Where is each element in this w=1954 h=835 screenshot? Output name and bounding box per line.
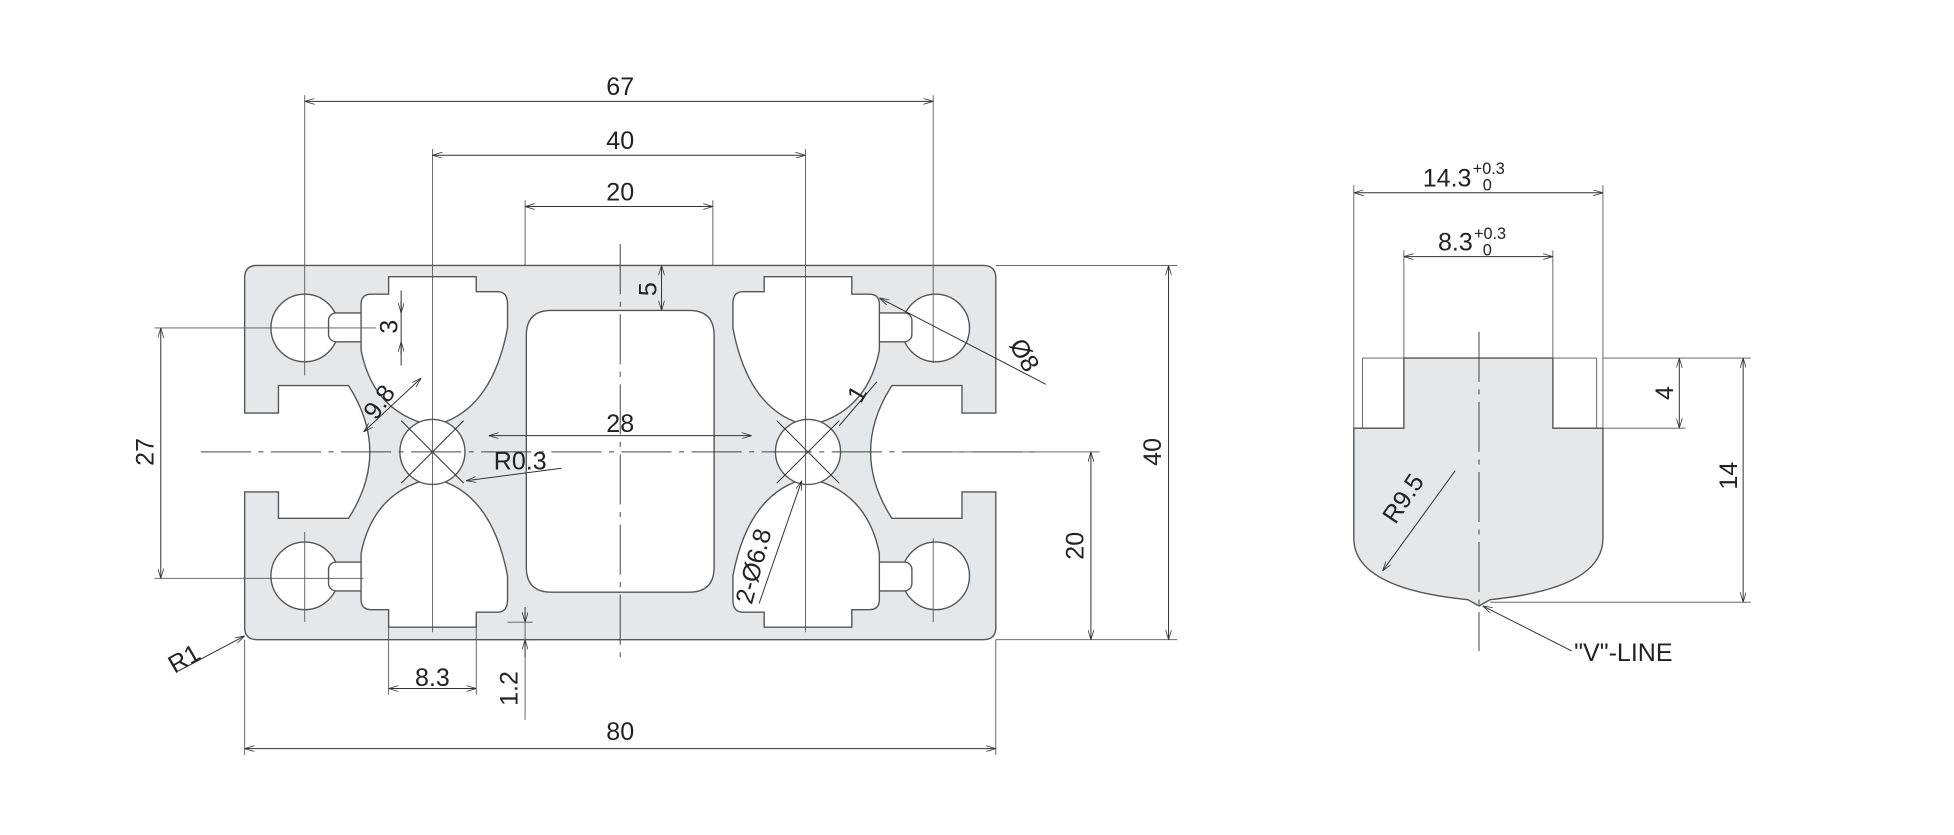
dim-20-right: 20 [1061, 451, 1091, 640]
dim-8-3-nut-label: 8.3 [1438, 228, 1473, 256]
extension-lines [154, 95, 1178, 755]
dim-14-3-label: 14.3 [1423, 165, 1472, 193]
dim-14-3: 14.3 +0.3 0 [1353, 160, 1603, 194]
dim-27-label: 27 [131, 438, 159, 466]
dim-3-label: 3 [375, 320, 403, 334]
dim-80-label: 80 [606, 718, 634, 746]
profile-cross-section [200, 244, 1040, 658]
dim-5-label: 5 [635, 282, 663, 296]
dim-8-3-label: 8.3 [415, 664, 450, 692]
t-slot-cavity-bottom-left [270, 477, 509, 628]
center-cavity [525, 309, 715, 593]
dim-28: 28 [488, 410, 752, 438]
dim-27: 27 [131, 327, 161, 579]
dim-40-top-label: 40 [606, 127, 634, 155]
t-nut-outline [1353, 357, 1604, 607]
v-line-label: "V"-LINE [1574, 639, 1672, 667]
dim-80: 80 [244, 718, 996, 749]
dim-40-top: 40 [432, 127, 806, 155]
dim-8-3-nut-tol-upper: +0.3 [1474, 225, 1506, 243]
dim-14-3-tol-lower: 0 [1483, 176, 1492, 194]
dim-4: 4 [1651, 358, 1679, 429]
dim-5: 5 [635, 265, 663, 311]
t-slot-cavity-top-right [732, 275, 971, 427]
dim-40-right-label: 40 [1139, 438, 1167, 466]
t-nut-section [1353, 185, 1751, 651]
dim-20-right-label: 20 [1061, 532, 1089, 560]
dim-4-label: 4 [1651, 386, 1679, 400]
dim-phi8-label: Ø8 [1004, 334, 1045, 377]
dim-20-top-label: 20 [606, 178, 634, 206]
dim-14-label: 14 [1715, 462, 1743, 490]
dim-67: 67 [304, 73, 934, 101]
dim-28-label: 28 [606, 410, 634, 438]
dim-14: 14 [1715, 358, 1743, 603]
dim-8-3-nut: 8.3 +0.3 0 [1403, 225, 1553, 259]
dim-8-3: 8.3 [388, 664, 477, 692]
dim-67-label: 67 [606, 73, 634, 101]
dim-20-top: 20 [525, 178, 713, 206]
dim-14-3-tol-upper: +0.3 [1473, 160, 1505, 178]
dim-r0-3: R0.3 [466, 447, 562, 480]
dim-8-3-nut-tol-lower: 0 [1483, 241, 1492, 259]
dim-r0-3-label: R0.3 [494, 447, 547, 475]
dim-1-2-label: 1.2 [496, 671, 524, 706]
dim-r1-label: R1 [163, 639, 205, 679]
dim-1-2: 1.2 [476, 607, 533, 706]
dim-40-right: 40 [1139, 265, 1169, 640]
dim-r1: R1 [163, 636, 244, 679]
v-line-callout: "V"-LINE [1483, 606, 1673, 667]
dim-3: 3 [375, 290, 403, 366]
